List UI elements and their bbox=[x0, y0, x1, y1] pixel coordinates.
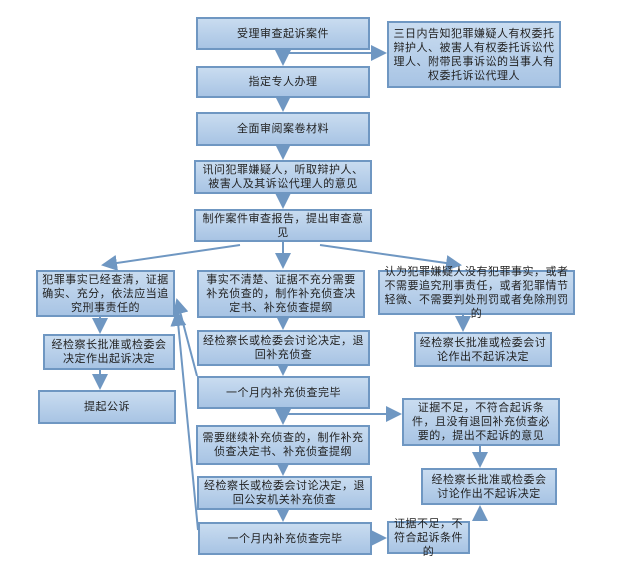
node-no-prosecute-1: 经检察长批准或检委会讨论作出不起诉决定 bbox=[414, 332, 552, 367]
node-accept: 受理审查起诉案件 bbox=[196, 17, 370, 50]
node-review: 全面审阅案卷材料 bbox=[196, 112, 370, 146]
node-insufficient: 证据不足，不符合起诉条件的 bbox=[387, 517, 470, 558]
node-assign: 指定专人办理 bbox=[196, 66, 370, 98]
node-facts-unclear: 事实不清楚、证据不充分需要补充侦查的，制作补充侦查决定书、补充侦查提纲 bbox=[197, 270, 365, 318]
node-interrogate: 讯问犯罪嫌疑人，听取辩护人、被害人及其诉讼代理人的意见 bbox=[194, 160, 372, 194]
node-facts-clear: 犯罪事实已经查清，证据确实、充分，依法应当追究刑事责任的 bbox=[36, 270, 175, 317]
node-no-prosecute-2: 经检察长批准或检委会讨论作出不起诉决定 bbox=[421, 468, 557, 505]
node-no-crime: 认为犯罪嫌疑人没有犯罪事实，或者不需要追究刑事责任，或者犯罪情节轻微、不需要判处… bbox=[378, 265, 575, 320]
node-report: 制作案件审查报告，提出审查意见 bbox=[194, 209, 372, 242]
node-return-investigation: 经检察长或检委会讨论决定，退回补充侦查 bbox=[197, 330, 370, 366]
node-public-prosecution: 提起公诉 bbox=[38, 390, 176, 424]
node-continue-investigation: 需要继续补充侦查的，制作补充侦查决定书、补充侦查提纲 bbox=[196, 425, 370, 465]
node-month-done-2: 一个月内补充侦查完毕 bbox=[198, 522, 372, 555]
node-month-done-1: 一个月内补充侦查完毕 bbox=[197, 376, 370, 409]
node-approve-prosecute: 经检察长批准或检委会决定作出起诉决定 bbox=[43, 334, 175, 370]
node-insufficient-opinion: 证据不足，不符合起诉条件，且没有退回补充侦查必要的，提出不起诉的意见 bbox=[402, 398, 560, 446]
node-notify: 三日内告知犯罪嫌疑人有权委托辩护人、被害人有权委托诉讼代理人、附带民事诉讼的当事… bbox=[387, 21, 561, 88]
node-return-police: 经检察长或检委会讨论决定，退回公安机关补充侦查 bbox=[197, 476, 372, 510]
